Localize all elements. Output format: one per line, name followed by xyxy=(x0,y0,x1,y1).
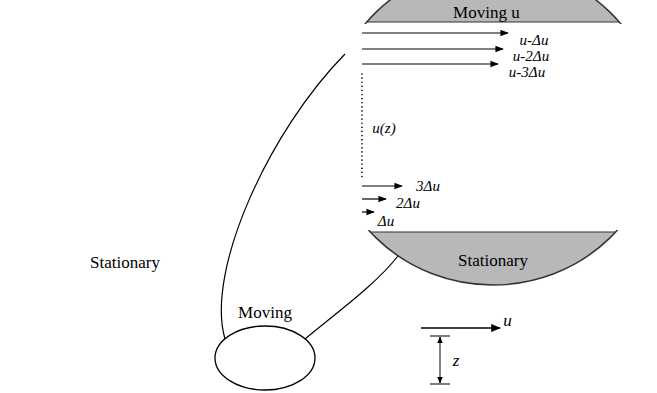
stationary-plate: StationaryMoving xyxy=(0,200,657,393)
velocity-label: u-2Δu xyxy=(513,49,549,64)
moving-band-outline xyxy=(328,0,657,24)
dimension-tick xyxy=(430,336,450,337)
moving-plate-label: Moving xyxy=(238,304,292,321)
velocity-symbol: u⃗ xyxy=(503,312,525,329)
moving-plate-outline xyxy=(235,332,425,337)
zoom-leader xyxy=(305,256,398,339)
velocity-label: 2Δu xyxy=(396,196,420,211)
moving-plate-outline xyxy=(161,279,426,333)
velocity-arrow xyxy=(421,327,500,328)
dimension-tick xyxy=(430,384,450,385)
moving-band-outline xyxy=(328,21,657,22)
stationary-band: Stationary xyxy=(328,230,657,290)
gap-dimension: z xyxy=(453,352,460,369)
flow-arrow xyxy=(362,185,402,186)
flow-arrow xyxy=(362,198,386,199)
profile-dots xyxy=(361,74,363,178)
dimension-line xyxy=(440,337,441,383)
stationary-plate-label: Stationary xyxy=(90,254,160,271)
flow-arrow xyxy=(362,48,503,49)
velocity-label: u-Δu xyxy=(520,33,549,48)
stationary-plate-outline xyxy=(230,382,657,393)
moving-plate-shape xyxy=(160,278,426,338)
stationary-band-outline xyxy=(328,231,657,232)
stationary-band-label: Stationary xyxy=(458,252,528,269)
velocity-label: u-3Δu xyxy=(509,65,545,80)
moving-plate: Moving xyxy=(160,278,426,338)
velocity-label: 3Δu xyxy=(416,179,440,194)
profile-label: u(z) xyxy=(372,121,395,136)
stationary-plate-outline xyxy=(0,200,657,382)
flow-arrow xyxy=(362,63,498,64)
stationary-plate-outline xyxy=(0,200,230,382)
flow-arrow xyxy=(362,32,508,33)
stationary-band-outline xyxy=(328,230,657,285)
velocity-label: Δu xyxy=(378,214,394,229)
flow-arrow xyxy=(362,211,374,212)
dashed-guide xyxy=(150,342,435,385)
zoom-leader xyxy=(221,54,345,339)
moving-band-label: Moving u⃗ xyxy=(453,4,533,21)
focus-ellipse xyxy=(215,326,315,390)
stationary-plate-shape xyxy=(0,200,657,393)
moving-band: Moving u⃗ xyxy=(328,0,657,24)
